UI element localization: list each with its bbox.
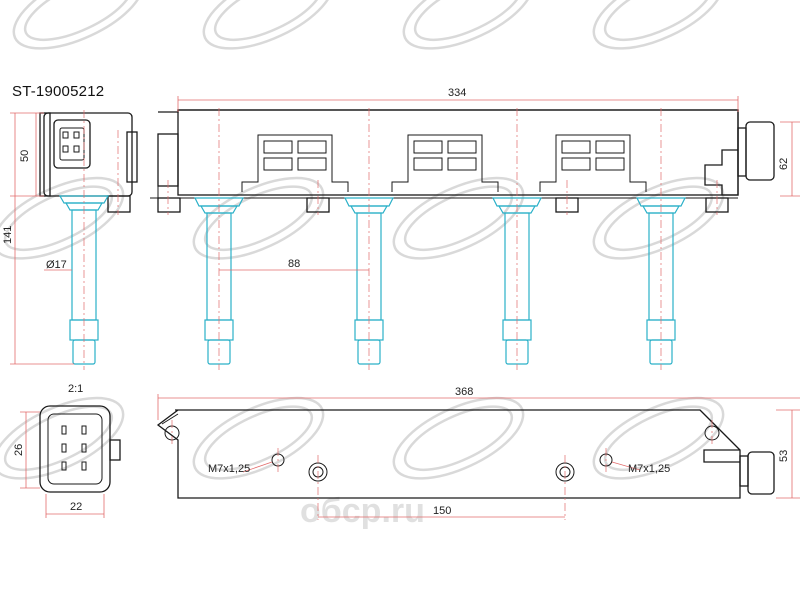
rib-group-2 bbox=[391, 134, 499, 192]
dim-334-label: 334 bbox=[448, 87, 466, 99]
dim-diameter-label: Ø17 bbox=[46, 259, 67, 271]
dim-88-label: 88 bbox=[288, 258, 300, 270]
dim-141-label: 141 bbox=[2, 226, 14, 244]
dim-368-label: 368 bbox=[455, 386, 473, 398]
dim-150-label: 150 bbox=[433, 505, 451, 517]
thread-right-label: M7x1,25 bbox=[628, 463, 670, 475]
sat-watermark bbox=[392, 396, 525, 480]
dim-53-label: 53 bbox=[778, 450, 790, 462]
connector-detail bbox=[20, 405, 121, 518]
thread-left-label: M7x1,25 bbox=[208, 463, 250, 475]
sat-watermark bbox=[0, 176, 125, 260]
sat-watermark bbox=[202, 0, 335, 50]
scale-label: 2:1 bbox=[68, 383, 83, 395]
dim-26-label: 26 bbox=[13, 444, 25, 456]
sat-watermark bbox=[0, 396, 125, 480]
boot-2 bbox=[344, 108, 394, 370]
part-number: ST-19005212 bbox=[12, 83, 105, 100]
dim-50-label: 50 bbox=[19, 150, 31, 162]
rib-group-3 bbox=[539, 134, 647, 192]
sat-watermark bbox=[592, 396, 725, 480]
side-view-coil bbox=[10, 110, 138, 370]
boot-4 bbox=[636, 108, 686, 370]
sat-watermark bbox=[192, 396, 325, 480]
bottom-view-coil-pack bbox=[156, 394, 800, 520]
boot-3 bbox=[492, 108, 542, 370]
dim-22-label: 22 bbox=[70, 501, 82, 513]
front-view-coil-pack bbox=[150, 96, 800, 370]
sat-watermark bbox=[592, 0, 725, 50]
sat-watermark bbox=[592, 176, 725, 260]
boot-1 bbox=[194, 108, 244, 370]
dim-62-label: 62 bbox=[778, 158, 790, 170]
sat-watermark bbox=[12, 0, 145, 50]
sat-watermark bbox=[392, 176, 525, 260]
rib-group-1 bbox=[241, 134, 349, 192]
sat-watermark bbox=[402, 0, 535, 50]
